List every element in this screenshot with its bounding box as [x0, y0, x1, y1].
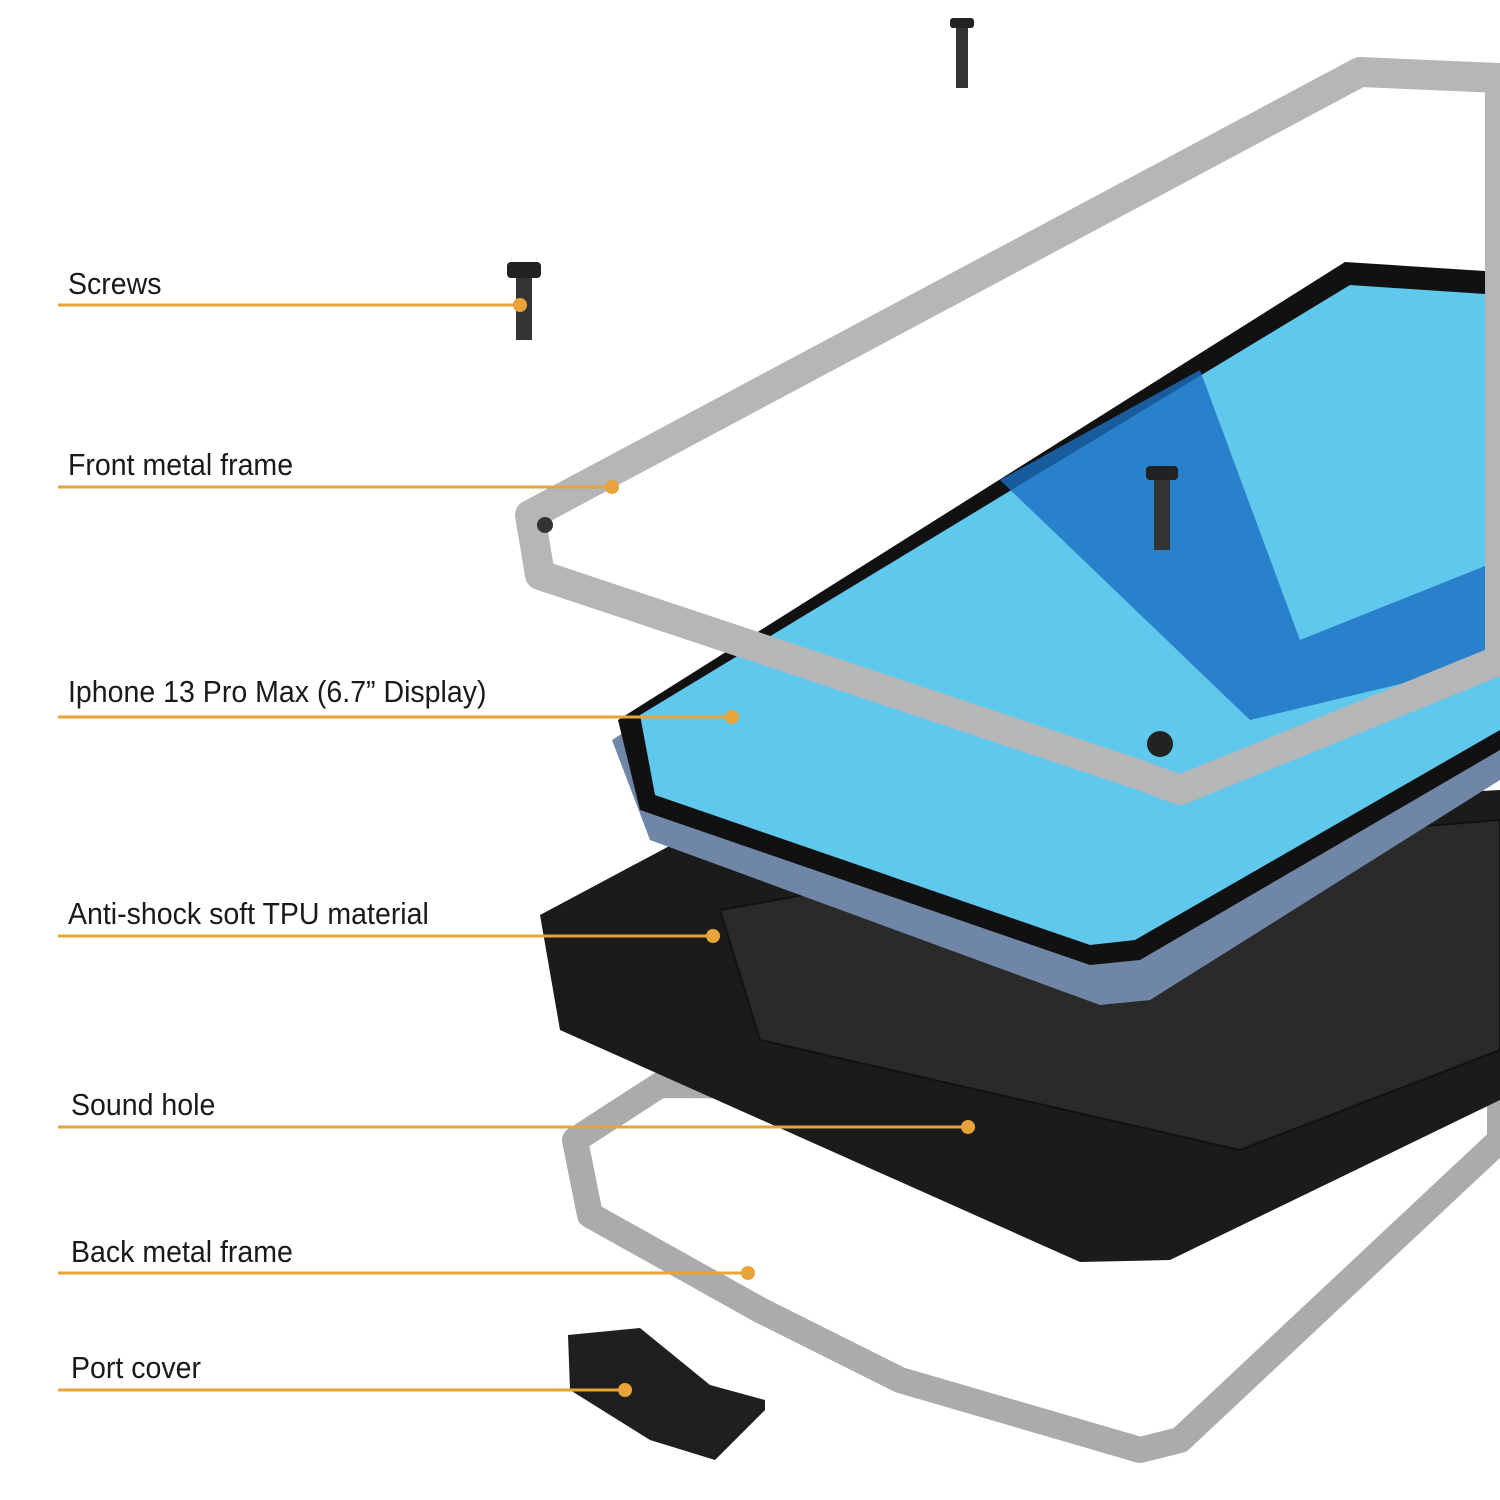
frame-screw-hole — [1147, 731, 1173, 757]
label-screws: Screws — [68, 266, 162, 301]
front-metal-frame — [515, 57, 1500, 805]
dot-port-cover — [618, 1383, 632, 1397]
label-front-metal-frame: Front metal frame — [68, 447, 294, 482]
dot-tpu — [706, 929, 720, 943]
screw-top — [950, 18, 974, 88]
dot-sound-hole — [961, 1120, 975, 1134]
label-iphone: Iphone 13 Pro Max (6.7” Display) — [68, 674, 487, 709]
dot-iphone — [725, 710, 739, 724]
screw-middle — [1146, 466, 1178, 550]
wallpaper-shape — [1000, 370, 1500, 720]
dot-back-frame — [741, 1266, 755, 1280]
label-back-metal-frame: Back metal frame — [71, 1234, 293, 1269]
dot-screws — [513, 298, 527, 312]
iphone-screen — [640, 285, 1500, 945]
leader-lines — [58, 303, 968, 1392]
label-sound-hole: Sound hole — [71, 1087, 216, 1122]
frame-screw-hole — [537, 517, 553, 533]
port-cover — [568, 1328, 765, 1460]
dot-front-frame — [605, 480, 619, 494]
leader-dots — [513, 298, 975, 1397]
label-port-cover: Port cover — [71, 1350, 201, 1385]
label-tpu: Anti-shock soft TPU material — [68, 896, 429, 931]
